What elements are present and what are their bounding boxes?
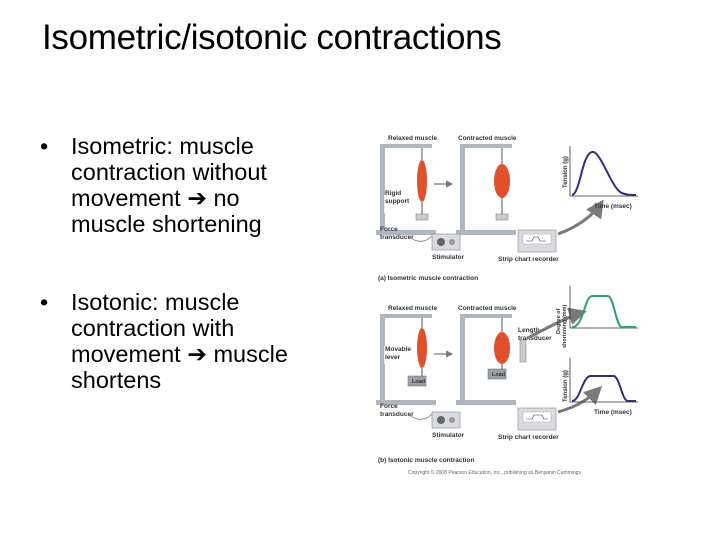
bullet-line-part: muscle (213, 341, 288, 367)
y-axis-label: Degree of (556, 308, 562, 334)
relaxed-muscle (417, 160, 427, 202)
bullet-line: muscle shortening (71, 211, 262, 237)
load-block (487, 368, 507, 380)
bullet-isometric: • Isometric: muscle contraction without … (36, 133, 356, 237)
caption-b: (b) Isotonic muscle contraction (378, 457, 474, 464)
bullet-line: movement ➔ muscle (71, 341, 356, 367)
bullet-isotonic: • Isotonic: muscle contraction with move… (36, 289, 356, 393)
relaxed-muscle-label: Relaxed muscle (388, 135, 438, 142)
stimulator (431, 411, 461, 429)
panel-b: Relaxed muscle Contracted muscle Load Mo… (376, 286, 638, 476)
contracted-muscle-label: Contracted muscle (458, 305, 517, 312)
load-label: Load (412, 379, 425, 385)
movable-lever-label: Movable (385, 346, 411, 353)
rigid-support-label: Rigid (385, 190, 401, 197)
length-transducer-label: Length (518, 327, 540, 334)
bullet-line-part: no (213, 185, 240, 211)
stimulator-label: Stimulator (432, 432, 465, 439)
x-axis-label: Time (msec) (594, 203, 632, 210)
bullet-list: • Isometric: muscle contraction without … (36, 133, 356, 393)
relaxed-muscle (417, 328, 427, 368)
movable-lever-label: lever (385, 354, 401, 361)
shortening-graph: Degree of shortening (mm) (556, 286, 638, 348)
stimulator-label: Stimulator (432, 254, 465, 261)
force-transducer-label: transducer (380, 234, 414, 241)
y-axis-label: Tension (g) (563, 370, 569, 402)
y-axis-label: Tension (g) (563, 156, 569, 188)
arrow-icon: ➔ (187, 185, 207, 211)
bullet-line: contraction with (71, 315, 235, 341)
force-transducer-label: Force (380, 403, 398, 410)
contracted-muscle-label: Contracted muscle (458, 135, 517, 142)
bullet-line: Isotonic: muscle (71, 289, 240, 315)
shortening-curve (571, 295, 636, 328)
bullet-line: movement ➔ no (71, 185, 356, 211)
slide-title: Isometric/isotonic contractions (42, 18, 502, 57)
tension-graph-b: Tension (g) Time (msec) (563, 358, 638, 416)
rigid-support-label: support (385, 198, 410, 205)
copyright-notice: Copyright © 2008 Pearson Education, Inc.… (408, 469, 581, 476)
force-transducer-label: transducer (380, 411, 414, 418)
y-axis-label: shortening (mm) (562, 304, 568, 348)
length-transducer (519, 339, 527, 363)
panel-a: Relaxed muscle Contracted muscle Rigid s… (376, 135, 638, 282)
relaxed-muscle-label: Relaxed muscle (388, 305, 438, 312)
bullet-line-part: movement (71, 341, 181, 367)
bullet-marker: • (40, 133, 49, 159)
tension-curve (571, 375, 636, 402)
tension-graph-a: Tension (g) Time (msec) (563, 146, 638, 210)
relaxed-stand-b: Load Movable lever (376, 314, 436, 405)
contracted-muscle (494, 164, 510, 198)
contracted-stand-b: Load (456, 314, 527, 405)
load-label: Load (492, 372, 505, 378)
bullet-line: contraction without (71, 159, 267, 185)
bullet-line: Isometric: muscle (71, 133, 254, 159)
length-transducer-label: transducer (518, 335, 552, 342)
relaxed-stand: Rigid support (376, 144, 436, 235)
bullet-line: shortens (71, 367, 162, 393)
contraction-figure: Relaxed muscle Contracted muscle Rigid s… (370, 126, 638, 480)
recorder-label: Strip chart recorder (498, 256, 559, 263)
bullet-marker: • (40, 289, 49, 315)
arrow-icon: ➔ (187, 341, 207, 367)
contracted-stand (456, 144, 516, 235)
bullet-line-part: movement (71, 185, 181, 211)
stimulator (431, 233, 461, 251)
tension-curve (571, 151, 637, 196)
load-block (407, 375, 427, 387)
caption-a: (a) Isometric muscle contraction (378, 275, 478, 282)
force-transducer-label: Force (380, 226, 398, 233)
recorder-label: Strip chart recorder (498, 434, 559, 441)
x-axis-label: Time (msec) (594, 409, 632, 416)
contracted-muscle (494, 332, 510, 364)
contraction-diagram: Relaxed muscle Contracted muscle Rigid s… (376, 135, 638, 476)
